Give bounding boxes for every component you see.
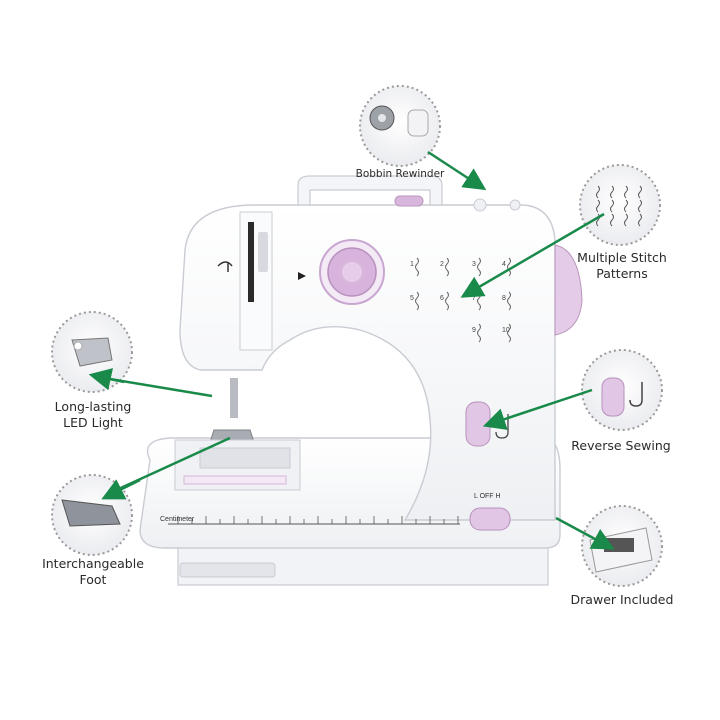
- stitch-glyph-icon: [507, 323, 511, 343]
- mini-stitch-icon: [610, 213, 614, 227]
- stitch-glyph-icon: [445, 257, 449, 277]
- stitch-glyph-icon: [415, 291, 419, 311]
- callout-bobbin-rewinder: [359, 85, 487, 191]
- reverse-button: [465, 401, 491, 447]
- power-switch-label: L OFF H: [474, 493, 501, 500]
- led-light-line2: LED Light: [63, 415, 123, 430]
- stitch-number: 3: [472, 261, 476, 268]
- stitch-number: 8: [502, 295, 506, 302]
- callout-drawer: [555, 505, 663, 587]
- thread-guide-icon: [217, 261, 233, 267]
- mini-stitch-icon: [610, 185, 614, 199]
- stitch-pattern-chart: 1 2 3 4 5 6 7 8 9 10: [410, 257, 511, 343]
- ruler-label: Centimeter: [160, 516, 195, 523]
- stitch-patterns-line2: Patterns: [596, 266, 648, 281]
- mini-stitch-icon: [610, 199, 614, 213]
- mini-stitch-icon: [638, 185, 642, 199]
- drawer-slot: [179, 562, 276, 578]
- power-switch: [469, 507, 511, 531]
- interchangeable-foot-line1: Interchangeable: [42, 556, 144, 571]
- stitch-patterns-line1: Multiple Stitch: [577, 250, 667, 265]
- stitch-icons: [596, 185, 642, 227]
- stitch-number: 10: [502, 327, 510, 334]
- sewing-machine: 1 2 3 4 5 6 7 8 9 10 L OFF H Centimeter: [139, 175, 583, 586]
- stitch-number: 4: [502, 261, 506, 268]
- stitch-glyph-icon: [507, 257, 511, 277]
- stitch-number: 9: [472, 327, 476, 334]
- mini-stitch-icon: [596, 199, 600, 213]
- stitch-glyph-icon: [477, 323, 481, 343]
- carry-handle: [297, 175, 443, 206]
- stitch-glyph-icon: [477, 257, 481, 277]
- callout-interchangeable-foot: [51, 436, 231, 556]
- stitch-number: 1: [410, 261, 414, 268]
- mini-stitch-icon: [638, 199, 642, 213]
- stitch-number: 2: [440, 261, 444, 268]
- mini-stitch-icon: [624, 213, 628, 227]
- needle-bar: [230, 378, 238, 418]
- handwheel: [554, 244, 583, 336]
- reverse-button-icon: [601, 377, 625, 417]
- mini-stitch-icon: [596, 185, 600, 199]
- interchangeable-foot-line2: Foot: [79, 572, 107, 587]
- callout-stitch-patterns: [460, 164, 661, 298]
- bobbin-rewinder-label: Bobbin Rewinder: [355, 168, 445, 180]
- led-light-label: Long-lasting LED Light: [48, 399, 138, 431]
- callout-reverse-sewing: [482, 349, 663, 431]
- presser-foot-icon: [61, 499, 121, 527]
- bobbin-winder-pin: [394, 195, 424, 207]
- interchangeable-foot-label: Interchangeable Foot: [36, 556, 150, 588]
- ruler-ticks: [177, 516, 459, 524]
- stitch-glyph-icon: [507, 291, 511, 311]
- stitch-number: 6: [440, 295, 444, 302]
- thread-spool-icon: [407, 109, 429, 137]
- mini-stitch-icon: [624, 185, 628, 199]
- stitch-glyph-icon: [415, 257, 419, 277]
- led-light-line1: Long-lasting: [54, 399, 132, 414]
- reverse-sewing-label: Reverse Sewing: [571, 438, 671, 453]
- drawer-label: Drawer Included: [570, 592, 674, 607]
- stitch-number: 5: [410, 295, 414, 302]
- callout-led-light: [51, 311, 213, 398]
- mini-stitch-icon: [624, 199, 628, 213]
- stitch-patterns-label: Multiple Stitch Patterns: [572, 250, 672, 282]
- stitch-selector-dial[interactable]: [319, 239, 385, 305]
- stitch-number: 7: [472, 295, 476, 302]
- stitch-glyph-icon: [445, 291, 449, 311]
- mini-stitch-icon: [638, 213, 642, 227]
